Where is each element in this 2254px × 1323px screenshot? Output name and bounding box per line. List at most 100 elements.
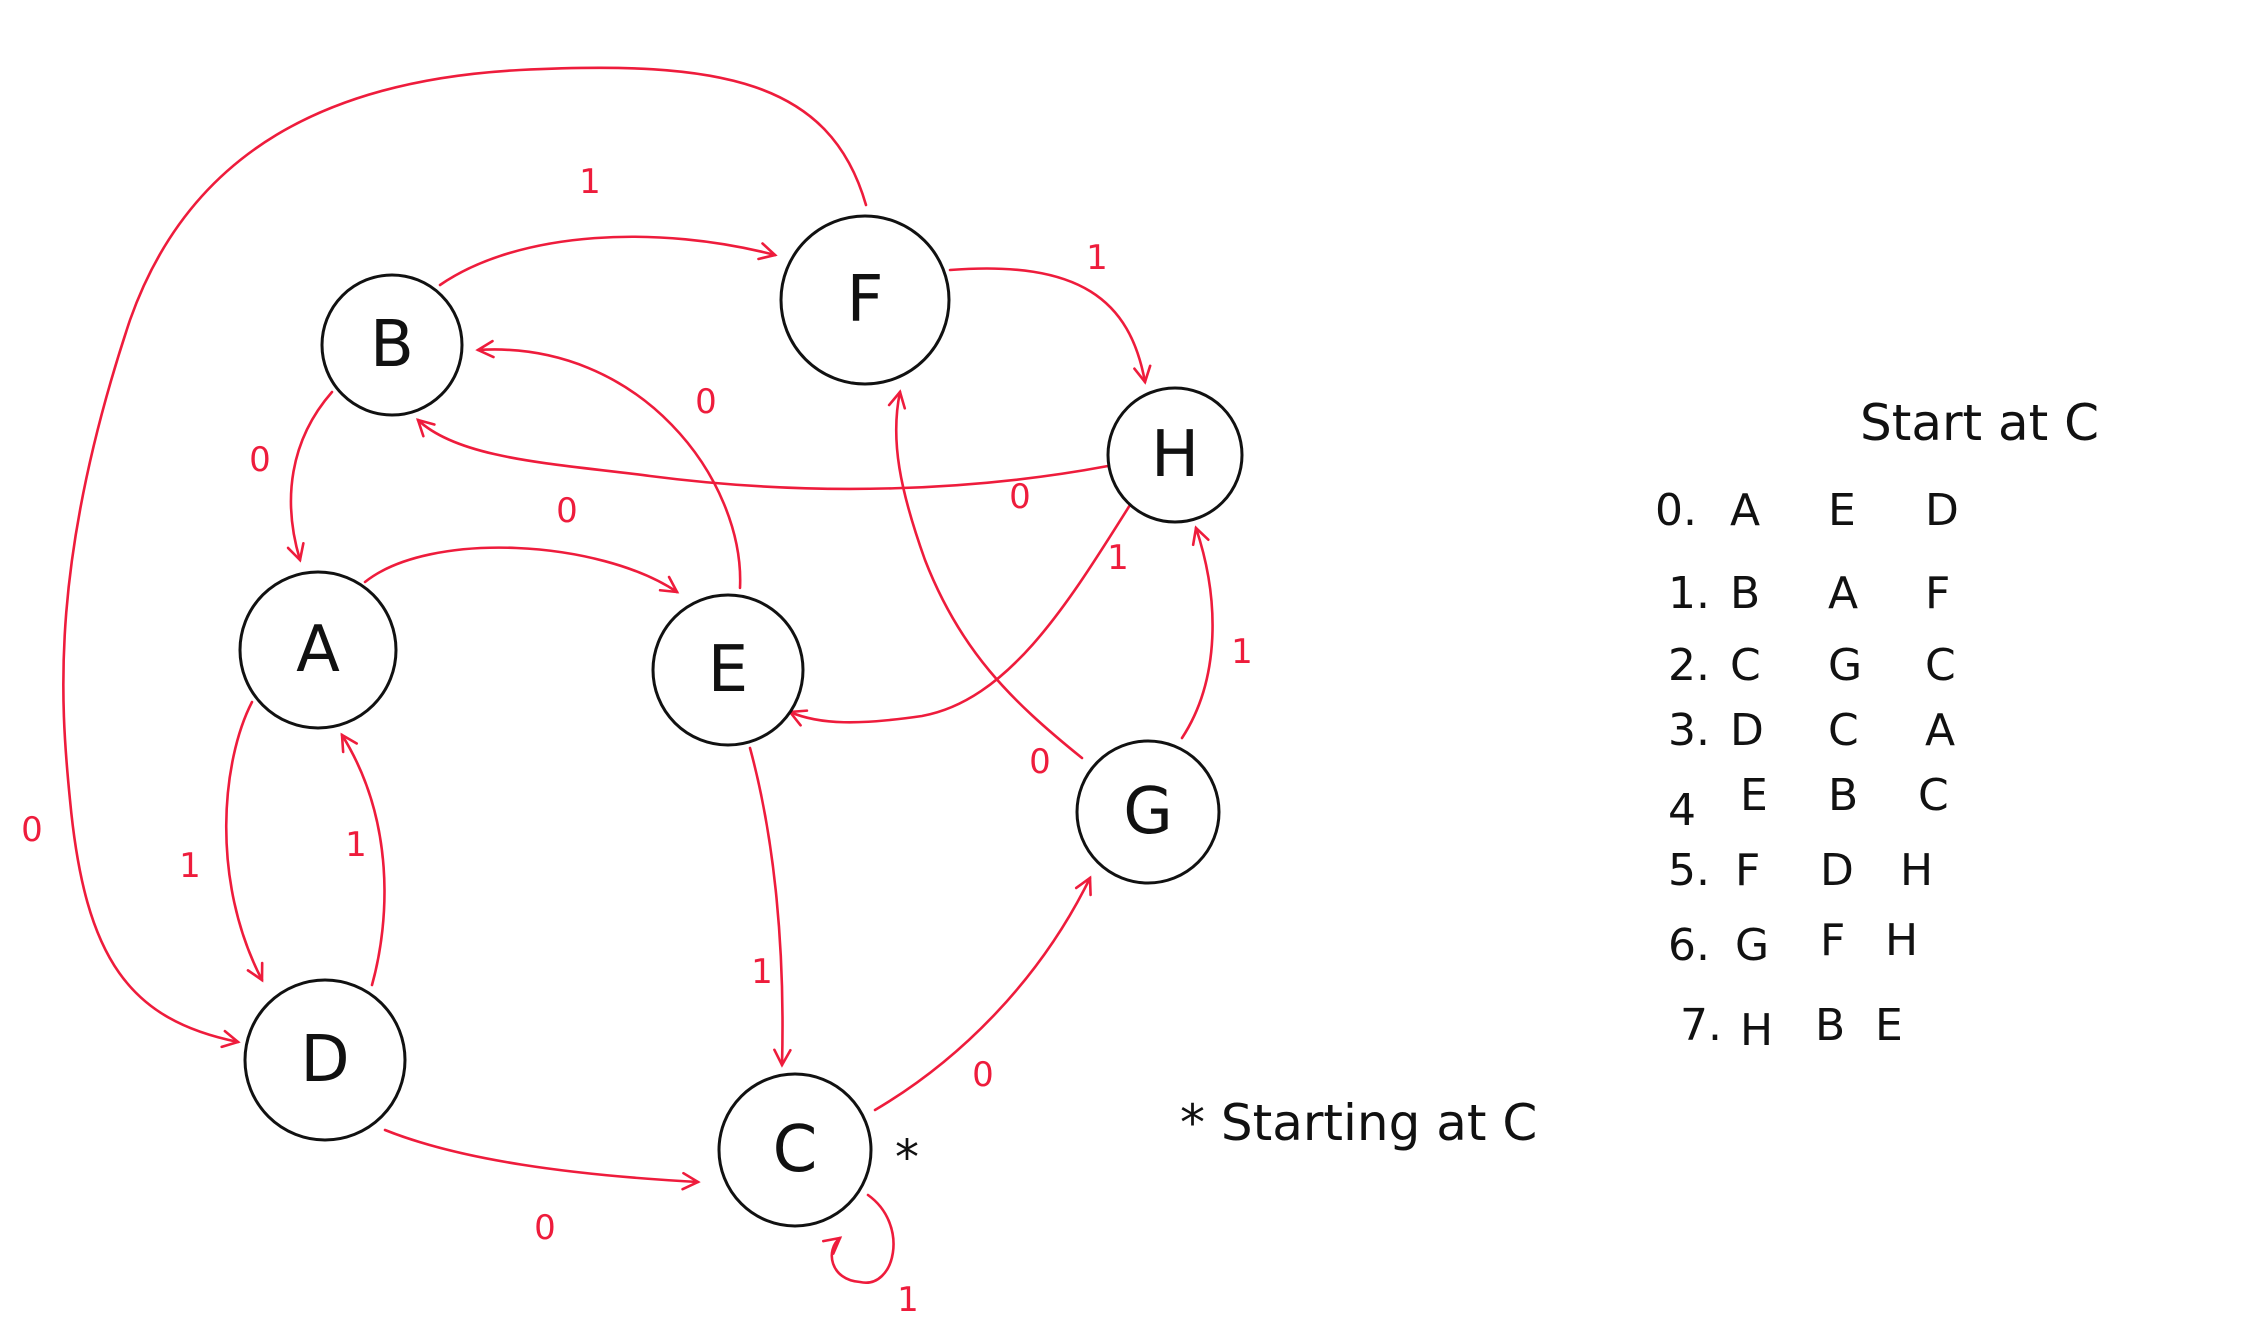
edge-d-to-c — [383, 1128, 701, 1191]
node-b-circle — [320, 273, 464, 417]
row-on0: B — [1828, 770, 1858, 821]
edge-label-f-to-d: 0 — [21, 810, 43, 850]
edge-a-to-e — [363, 546, 680, 594]
node-c-circle — [717, 1072, 873, 1228]
row-index: 4 — [1668, 785, 1696, 836]
edge-label-d-to-c: 0 — [534, 1208, 556, 1248]
table-row: 3. D C A — [1668, 705, 1955, 756]
edge-b-to-f — [438, 235, 778, 287]
row-on1: C — [1925, 640, 1956, 691]
row-state: H — [1740, 1005, 1773, 1056]
edge-label-a-to-e: 0 — [556, 491, 578, 531]
node-a-circle — [238, 570, 398, 730]
row-index: 3. — [1668, 705, 1710, 756]
edge-label-e-to-b: 0 — [695, 382, 717, 422]
edge-label-a-to-d: 1 — [179, 846, 201, 886]
edge-label-f-to-h: 1 — [1086, 238, 1108, 278]
node-d-circle — [243, 978, 407, 1142]
node-d[interactable]: D — [243, 978, 407, 1142]
start-note: * Starting at C — [1180, 1094, 1537, 1152]
row-state: B — [1730, 568, 1760, 619]
node-f[interactable]: F — [779, 214, 951, 386]
edge-e-to-c — [748, 746, 792, 1068]
edge-b-to-a — [286, 390, 334, 563]
row-on0: E — [1828, 485, 1856, 536]
table-row: 7. H B E — [1680, 1000, 1903, 1056]
row-index: 5. — [1668, 845, 1710, 896]
nodes-group: A B C D E F G H — [238, 214, 1244, 1228]
row-state: C — [1730, 640, 1761, 691]
edge-label-c-to-c: 1 — [897, 1280, 919, 1320]
row-on1: C — [1918, 770, 1949, 821]
edge-e-to-b — [475, 339, 742, 590]
row-on0: F — [1820, 915, 1845, 966]
table-row: 1. B A F — [1668, 568, 1950, 619]
row-on0: B — [1815, 1000, 1845, 1051]
row-index: 6. — [1668, 920, 1710, 971]
node-d-label: D — [300, 1023, 349, 1097]
edge-label-h-to-b: 0 — [1009, 477, 1031, 517]
row-on1: A — [1925, 705, 1955, 756]
edge-label-b-to-a: 0 — [249, 440, 271, 480]
node-g[interactable]: G — [1075, 739, 1221, 885]
edge-label-c-to-g: 0 — [972, 1055, 994, 1095]
row-on1: E — [1875, 1000, 1903, 1051]
edge-c-to-g — [873, 875, 1092, 1112]
node-f-label: F — [847, 263, 884, 337]
edges-group: 1 0 0 1 0 1 0 1 0 1 0 1 — [21, 66, 1253, 1320]
edge-f-to-d — [62, 66, 868, 1049]
table-row: 0. A E D — [1655, 485, 1959, 536]
table-row: 4 E B C — [1668, 770, 1949, 836]
node-e[interactable]: E — [651, 593, 805, 747]
row-state: E — [1740, 770, 1768, 821]
row-on0: D — [1820, 845, 1854, 896]
edge-h-to-e — [787, 503, 1132, 727]
edge-c-to-c — [821, 1193, 895, 1284]
row-state: G — [1735, 920, 1769, 971]
row-index: 1. — [1668, 568, 1710, 619]
start-marker: * — [895, 1130, 919, 1186]
edge-label-d-to-a: 1 — [345, 825, 367, 865]
row-state: A — [1730, 485, 1760, 536]
row-on1: D — [1925, 485, 1959, 536]
edge-d-to-a — [340, 732, 386, 987]
node-h[interactable]: H — [1106, 386, 1244, 524]
table-row: 6. G F H — [1668, 915, 1918, 971]
node-h-circle — [1106, 386, 1244, 524]
node-f-circle — [779, 214, 951, 386]
row-state: F — [1735, 845, 1760, 896]
edge-h-to-b — [415, 418, 1110, 491]
node-c[interactable]: C — [717, 1072, 873, 1228]
edge-label-g-to-h: 1 — [1231, 632, 1253, 672]
node-a[interactable]: A — [238, 570, 398, 730]
row-index: 0. — [1655, 485, 1697, 536]
node-e-label: E — [708, 633, 748, 707]
edge-g-to-h — [1180, 525, 1214, 740]
node-e-circle — [651, 593, 805, 747]
node-g-label: G — [1123, 775, 1173, 849]
row-on0: C — [1828, 705, 1859, 756]
node-b-label: B — [370, 308, 414, 382]
edge-label-e-to-c: 1 — [751, 952, 773, 992]
table-row: 2. C G C — [1668, 640, 1956, 691]
row-on0: G — [1828, 640, 1862, 691]
table-row: 5. F D H — [1668, 845, 1933, 896]
edge-label-b-to-f: 1 — [579, 162, 601, 202]
table-title: Start at C — [1860, 394, 2099, 452]
node-h-label: H — [1151, 418, 1199, 492]
node-a-label: A — [296, 613, 340, 687]
row-on1: F — [1925, 568, 1950, 619]
edge-a-to-d — [224, 700, 264, 983]
node-c-label: C — [773, 1113, 818, 1187]
node-g-circle — [1075, 739, 1221, 885]
edge-label-g-to-f: 0 — [1029, 742, 1051, 782]
node-b[interactable]: B — [320, 273, 464, 417]
row-state: D — [1730, 705, 1764, 756]
row-on0: A — [1828, 568, 1858, 619]
transition-table: Start at C 0. A E D 1. B A F 2. C G C 3.… — [1655, 394, 2099, 1056]
row-index: 2. — [1668, 640, 1710, 691]
edge-f-to-h — [948, 267, 1152, 385]
edge-label-h-to-e: 1 — [1107, 538, 1129, 578]
row-index: 7. — [1680, 1000, 1722, 1051]
